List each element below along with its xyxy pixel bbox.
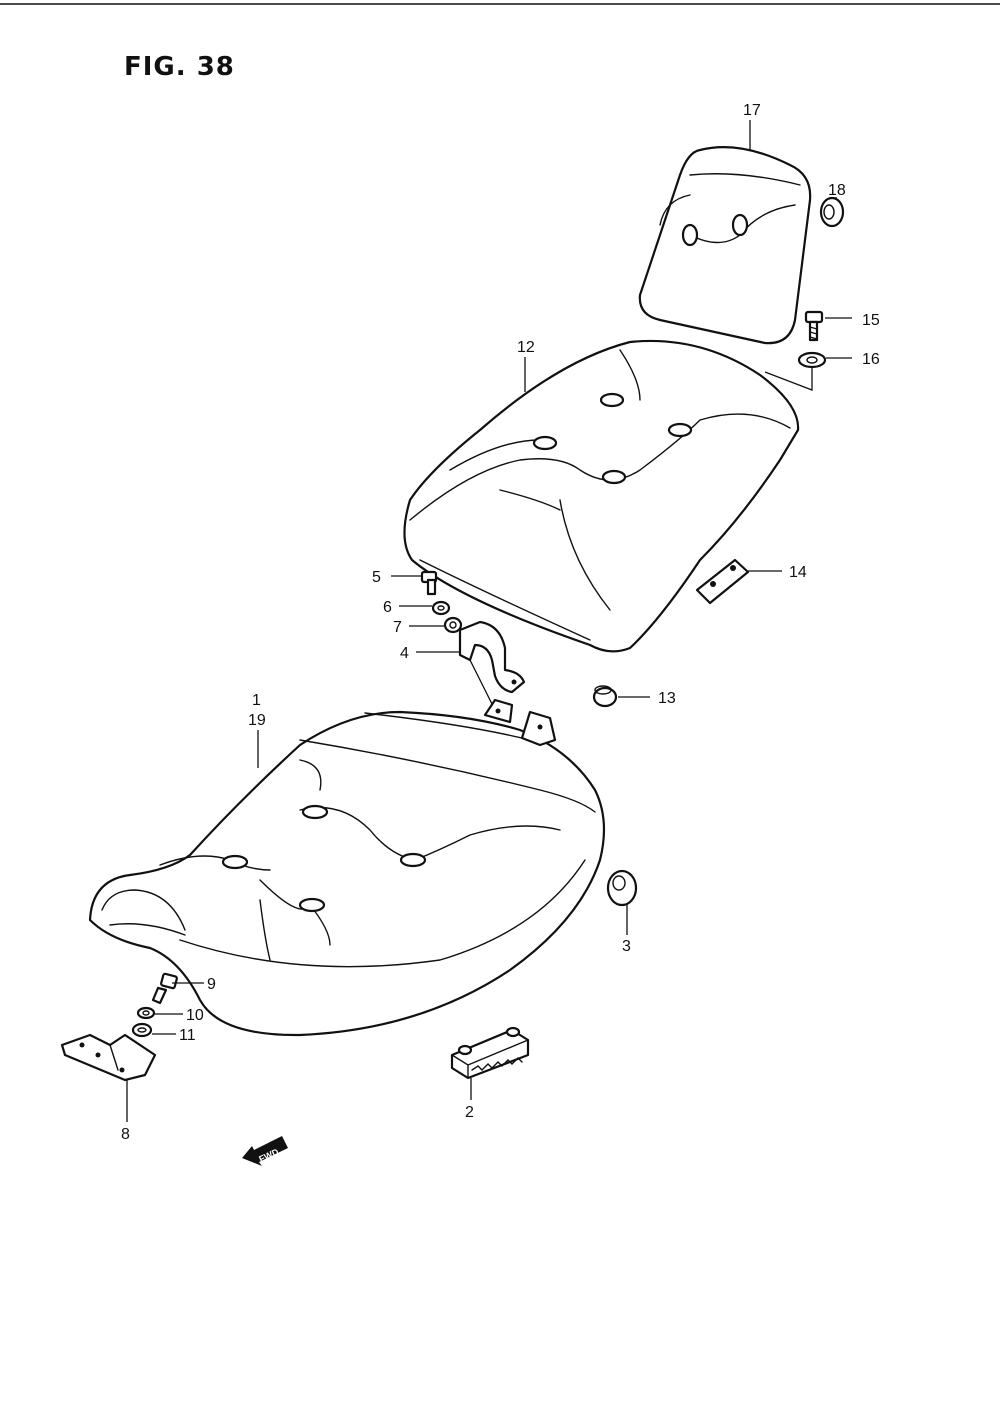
part-13-nut bbox=[592, 685, 618, 708]
callout-1: 1 bbox=[252, 692, 261, 709]
leader-lines bbox=[126, 120, 852, 1122]
part-12-rear-seat bbox=[403, 339, 800, 653]
callout-labels: 17 18 15 16 12 14 13 5 6 7 4 1 19 3 2 9 … bbox=[121, 102, 880, 1143]
part-3-cushion bbox=[606, 869, 638, 907]
part-16-washer bbox=[797, 351, 827, 369]
part-2-damper bbox=[450, 1026, 530, 1080]
callout-8: 8 bbox=[121, 1126, 130, 1143]
callout-15: 15 bbox=[862, 312, 880, 329]
part-15-bolt bbox=[804, 310, 824, 342]
part-7-collar bbox=[443, 616, 463, 634]
callout-13: 13 bbox=[658, 690, 676, 707]
part-10-washer bbox=[136, 1006, 156, 1020]
callout-11: 11 bbox=[179, 1027, 196, 1044]
callout-2: 2 bbox=[465, 1104, 474, 1121]
part-11-washer bbox=[131, 1022, 153, 1038]
callout-17: 17 bbox=[743, 102, 761, 119]
figure-title: FIG. 38 bbox=[124, 52, 235, 82]
part-1-main-seat bbox=[88, 698, 606, 1037]
part-6-washer bbox=[431, 600, 451, 616]
callout-6: 6 bbox=[383, 599, 392, 616]
part-18-grommet bbox=[819, 196, 845, 228]
part-9-bolt bbox=[151, 972, 178, 1005]
callout-5: 5 bbox=[372, 569, 381, 586]
callout-7: 7 bbox=[393, 619, 402, 636]
part-4-bracket bbox=[458, 620, 526, 711]
callout-10: 10 bbox=[186, 1007, 204, 1024]
callout-14: 14 bbox=[789, 564, 807, 581]
callout-19: 19 bbox=[248, 712, 266, 729]
callout-16: 16 bbox=[862, 351, 880, 368]
part-14-plate bbox=[695, 558, 750, 605]
fwd-direction-arrow: FWD bbox=[242, 1136, 288, 1166]
part-17-backrest bbox=[638, 146, 812, 345]
callout-12: 12 bbox=[517, 339, 535, 356]
callout-18: 18 bbox=[828, 182, 846, 199]
part-5-bolt bbox=[420, 570, 438, 596]
callout-4: 4 bbox=[400, 645, 409, 662]
callout-9: 9 bbox=[207, 976, 216, 993]
callout-3: 3 bbox=[622, 938, 631, 955]
part-8-bracket-plate bbox=[60, 1033, 157, 1082]
